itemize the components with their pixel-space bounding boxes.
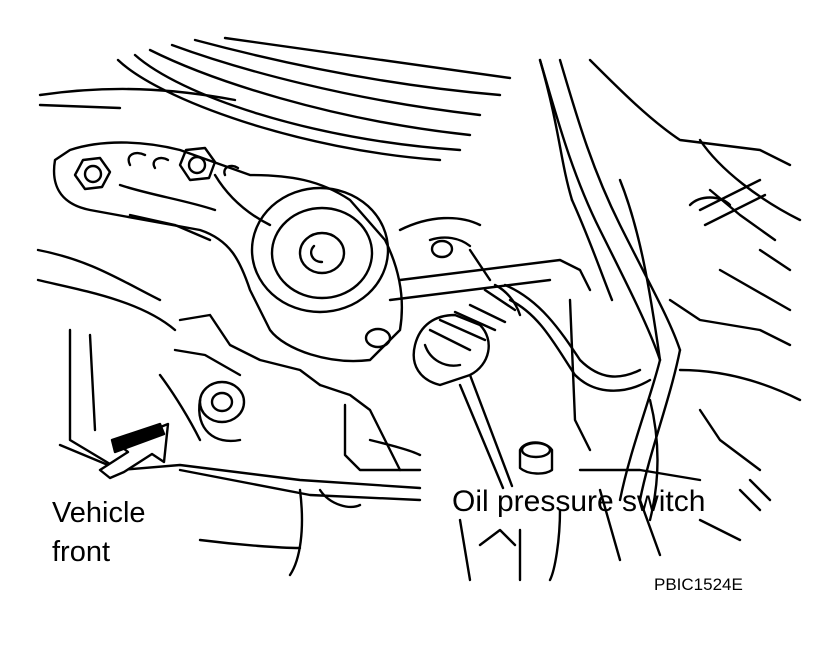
vehicle-front-label: Vehicle front (52, 494, 146, 572)
oil-switch-leader-line-2 (468, 373, 514, 488)
vehicle-front-label-line2: front (52, 536, 111, 568)
oil-pressure-switch (412, 283, 522, 387)
tensioner-bracket (52, 141, 404, 363)
oil-switch-leader-line (458, 383, 505, 490)
lower-bolt (198, 380, 246, 443)
engine-block-outline (36, 36, 802, 582)
bracket-notches (127, 151, 240, 177)
mount-housing (158, 216, 592, 475)
vehicle-front-label-line1: Vehicle (52, 497, 146, 529)
bolt-nut-left (73, 156, 112, 191)
idler-pulley (250, 186, 392, 349)
bolt-nut-top (178, 146, 217, 182)
oil-pressure-switch-label: Oil pressure switch (452, 485, 706, 518)
switch-harness-wire (503, 58, 767, 502)
arrow-up-right-icon (98, 422, 170, 480)
figure-code-label: PBIC1524E (654, 575, 743, 594)
